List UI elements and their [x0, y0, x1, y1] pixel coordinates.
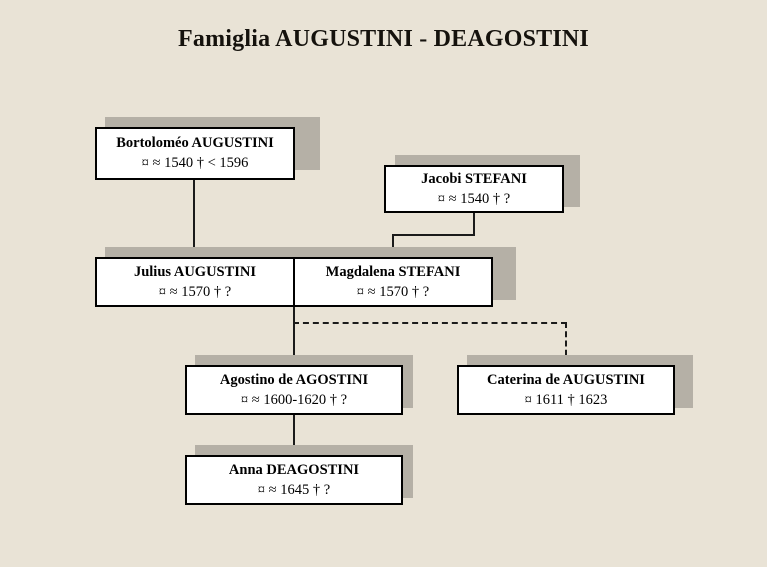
connector-bortolomeo-to-julius — [193, 180, 195, 257]
node-agostino-de-agostini[interactable]: Agostino de AGOSTINI ¤ ≈ 1600-1620 † ? — [185, 365, 403, 415]
node-name: Agostino de AGOSTINI — [219, 371, 369, 388]
node-dates: ¤ ≈ 1570 † ? — [158, 283, 232, 300]
connector-jacobi-to-magdalena — [392, 234, 394, 257]
node-name: Jacobi STEFANI — [421, 170, 527, 187]
node-dates: ¤ 1611 † 1623 — [524, 391, 608, 408]
connector-jacobi-drop — [473, 213, 475, 236]
node-dates: ¤ ≈ 1540 † < 1596 — [141, 155, 249, 171]
node-dates: ¤ ≈ 1570 † ? — [356, 283, 430, 300]
connector-jacobi-elbow — [392, 234, 475, 236]
node-bortolomeo-augustini[interactable]: Bortoloméo AUGUSTINI ¤ ≈ 1540 † < 1596 — [95, 127, 295, 180]
node-name: Julius AUGUSTINI — [133, 263, 257, 280]
connector-agostino-to-anna — [293, 415, 295, 455]
node-name: Caterina de AUGUSTINI — [487, 371, 645, 388]
node-name: Anna DEAGOSTINI — [228, 461, 360, 478]
node-dates: ¤ ≈ 1540 † ? — [437, 190, 511, 207]
node-jacobi-stefani[interactable]: Jacobi STEFANI ¤ ≈ 1540 † ? — [384, 165, 564, 213]
node-dates: ¤ ≈ 1645 † ? — [257, 481, 331, 498]
connector-dashed-to-caterina-vertical — [565, 322, 567, 365]
connector-dashed-to-caterina-horizontal — [293, 322, 567, 324]
node-caterina-de-augustini[interactable]: Caterina de AUGUSTINI ¤ 1611 † 1623 — [457, 365, 675, 415]
node-julius-augustini[interactable]: Julius AUGUSTINI ¤ ≈ 1570 † ? — [95, 257, 294, 307]
connector-couple-to-agostino — [293, 307, 295, 365]
page-title: Famiglia AUGUSTINI - DEAGOSTINI — [178, 26, 589, 52]
node-magdalena-stefani[interactable]: Magdalena STEFANI ¤ ≈ 1570 † ? — [294, 257, 493, 307]
node-name: Bortoloméo AUGUSTINI — [116, 135, 274, 152]
node-dates: ¤ ≈ 1600-1620 † ? — [240, 391, 348, 408]
node-name: Magdalena STEFANI — [325, 263, 461, 280]
node-anna-deagostini[interactable]: Anna DEAGOSTINI ¤ ≈ 1645 † ? — [185, 455, 403, 505]
